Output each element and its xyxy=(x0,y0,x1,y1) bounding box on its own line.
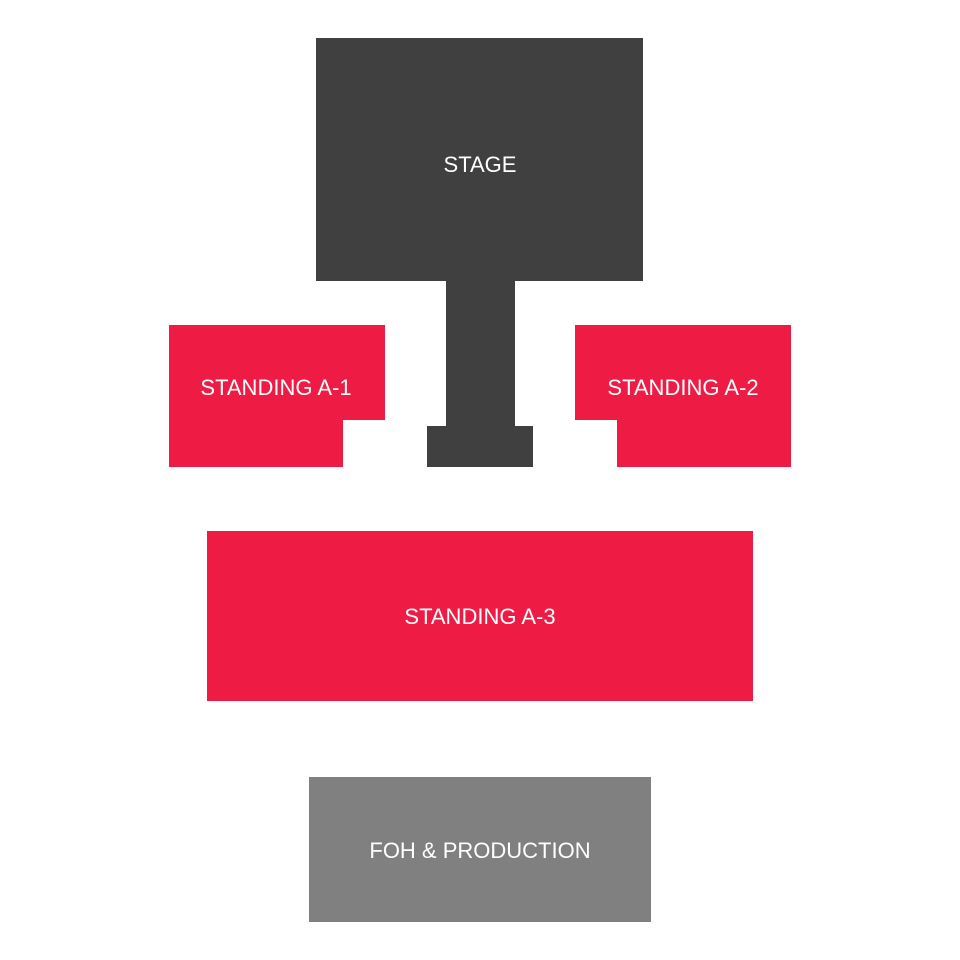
standing-a2-shape[interactable] xyxy=(575,325,791,467)
standing-a3-shape[interactable] xyxy=(207,531,753,701)
stage-label: STAGE xyxy=(443,152,517,177)
standing-a3-label: STANDING A-3 xyxy=(404,604,556,629)
standing-a1-label: STANDING A-1 xyxy=(200,375,352,400)
standing-a2-label: STANDING A-2 xyxy=(607,375,759,400)
foh-shape[interactable] xyxy=(309,777,651,922)
foh-label: FOH & PRODUCTION xyxy=(369,838,591,863)
standing-a1-shape[interactable] xyxy=(169,325,385,467)
stage-shape[interactable] xyxy=(316,38,643,467)
